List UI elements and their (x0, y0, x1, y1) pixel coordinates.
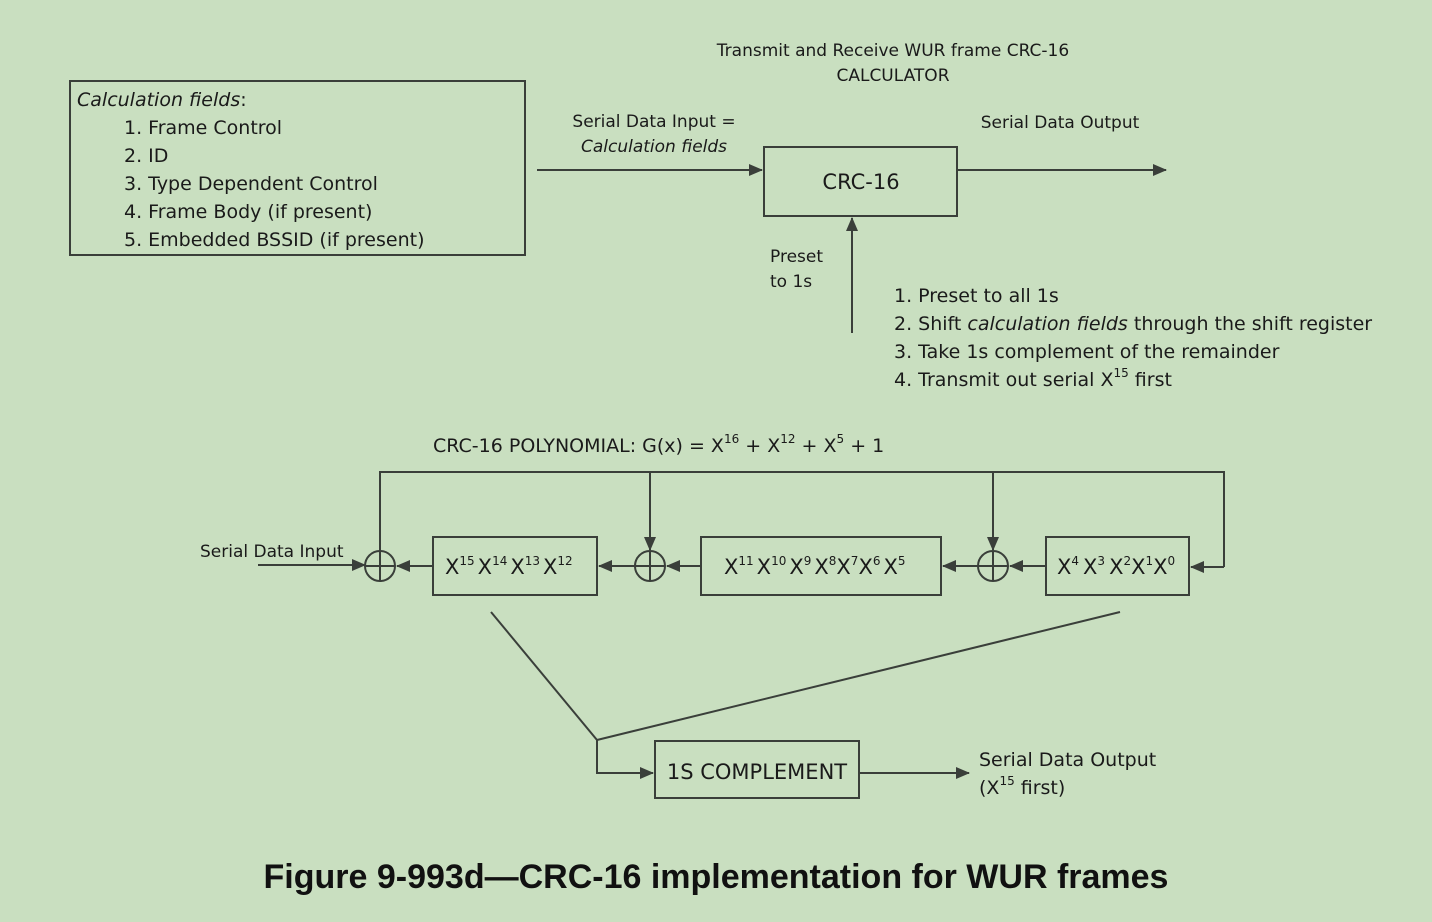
register-bit-var: X (757, 555, 771, 579)
register-bit-var: X (858, 555, 872, 579)
register-bit-var: X (1131, 555, 1145, 579)
figure-caption: Figure 9-993d—CRC-16 implementation for … (263, 858, 1169, 896)
fields-heading: Calculation fields: (77, 89, 247, 111)
field-item: 5. Embedded BSSID (if present) (124, 229, 425, 251)
field-item: 1. Frame Control (124, 117, 282, 139)
register-bit-exponent: 6 (873, 554, 881, 568)
polynomial-label: CRC-16 POLYNOMIAL: G(x) = X16 + X12 + X5… (433, 432, 884, 457)
calculator-title-line2: CALCULATOR (836, 66, 949, 86)
final-output-label: Serial Data Output (979, 749, 1156, 771)
complement-label: 1S COMPLEMENT (667, 760, 847, 784)
register-bit-var: X (543, 555, 557, 579)
register-bit-exponent: 2 (1123, 554, 1131, 568)
register-bit-var: X (510, 555, 524, 579)
remainder-line-right (596, 611, 1121, 741)
register-bit-exponent: 11 (738, 554, 753, 568)
register-input-label: Serial Data Input (200, 542, 344, 562)
field-item: 3. Type Dependent Control (124, 173, 378, 195)
final-output-note: (X15 first) (979, 774, 1065, 799)
register-bit-var: X (1083, 555, 1097, 579)
remainder-to-complement (596, 740, 654, 779)
register-bit-var: X (1153, 555, 1167, 579)
register-bit-var: X (789, 555, 803, 579)
register-bit-var: X (1057, 555, 1071, 579)
register-bit-exponent: 1 (1145, 554, 1153, 568)
register-bit-var: X (836, 555, 850, 579)
serial-input-label: Serial Data Input = (572, 112, 735, 132)
crc16-block (763, 146, 958, 217)
register-bit-exponent: 14 (492, 554, 507, 568)
register-bit-exponent: 5 (898, 554, 906, 568)
calculator-title-line1: Transmit and Receive WUR frame CRC-16 (716, 41, 1069, 61)
register-bit-var: X (724, 555, 738, 579)
register-bit-var: X (814, 555, 828, 579)
serial-output-label: Serial Data Output (981, 113, 1140, 133)
register-bit-exponent: 12 (557, 554, 572, 568)
register-bit-exponent: 15 (459, 554, 474, 568)
register-bit-exponent: 3 (1097, 554, 1105, 568)
register-bit-var: X (883, 555, 897, 579)
register-bit-exponent: 8 (829, 554, 837, 568)
field-item: 2. ID (124, 145, 168, 167)
register-bit-var: X (1109, 555, 1123, 579)
preset-label: Preset (770, 247, 823, 267)
complement-block (654, 740, 860, 799)
register-bit-exponent: 4 (1071, 554, 1079, 568)
register-bit-var: X (445, 555, 459, 579)
crc16-diagram: Transmit and Receive WUR frame CRC-16 CA… (69, 41, 1372, 799)
step-2: 2. Shift calculation fields through the … (894, 313, 1372, 335)
remainder-line-left (490, 611, 598, 741)
feedback-bus (379, 471, 1225, 567)
calculation-fields-box (69, 80, 526, 256)
register-bit-exponent: 7 (851, 554, 859, 568)
serial-input-label-fields: Calculation fields (581, 137, 727, 157)
preset-label: to 1s (770, 272, 812, 292)
step-4: 4. Transmit out serial X15 first (894, 366, 1172, 391)
step-3: 3. Take 1s complement of the remainder (894, 341, 1280, 363)
register-bit-exponent: 10 (771, 554, 786, 568)
step-1: 1. Preset to all 1s (894, 285, 1059, 307)
crc16-label: CRC-16 (822, 170, 899, 194)
register-bit-exponent: 9 (804, 554, 812, 568)
register-bit-var: X (478, 555, 492, 579)
register-bit-exponent: 13 (525, 554, 540, 568)
register-bit-exponent: 0 (1168, 554, 1176, 568)
field-item: 4. Frame Body (if present) (124, 201, 372, 223)
